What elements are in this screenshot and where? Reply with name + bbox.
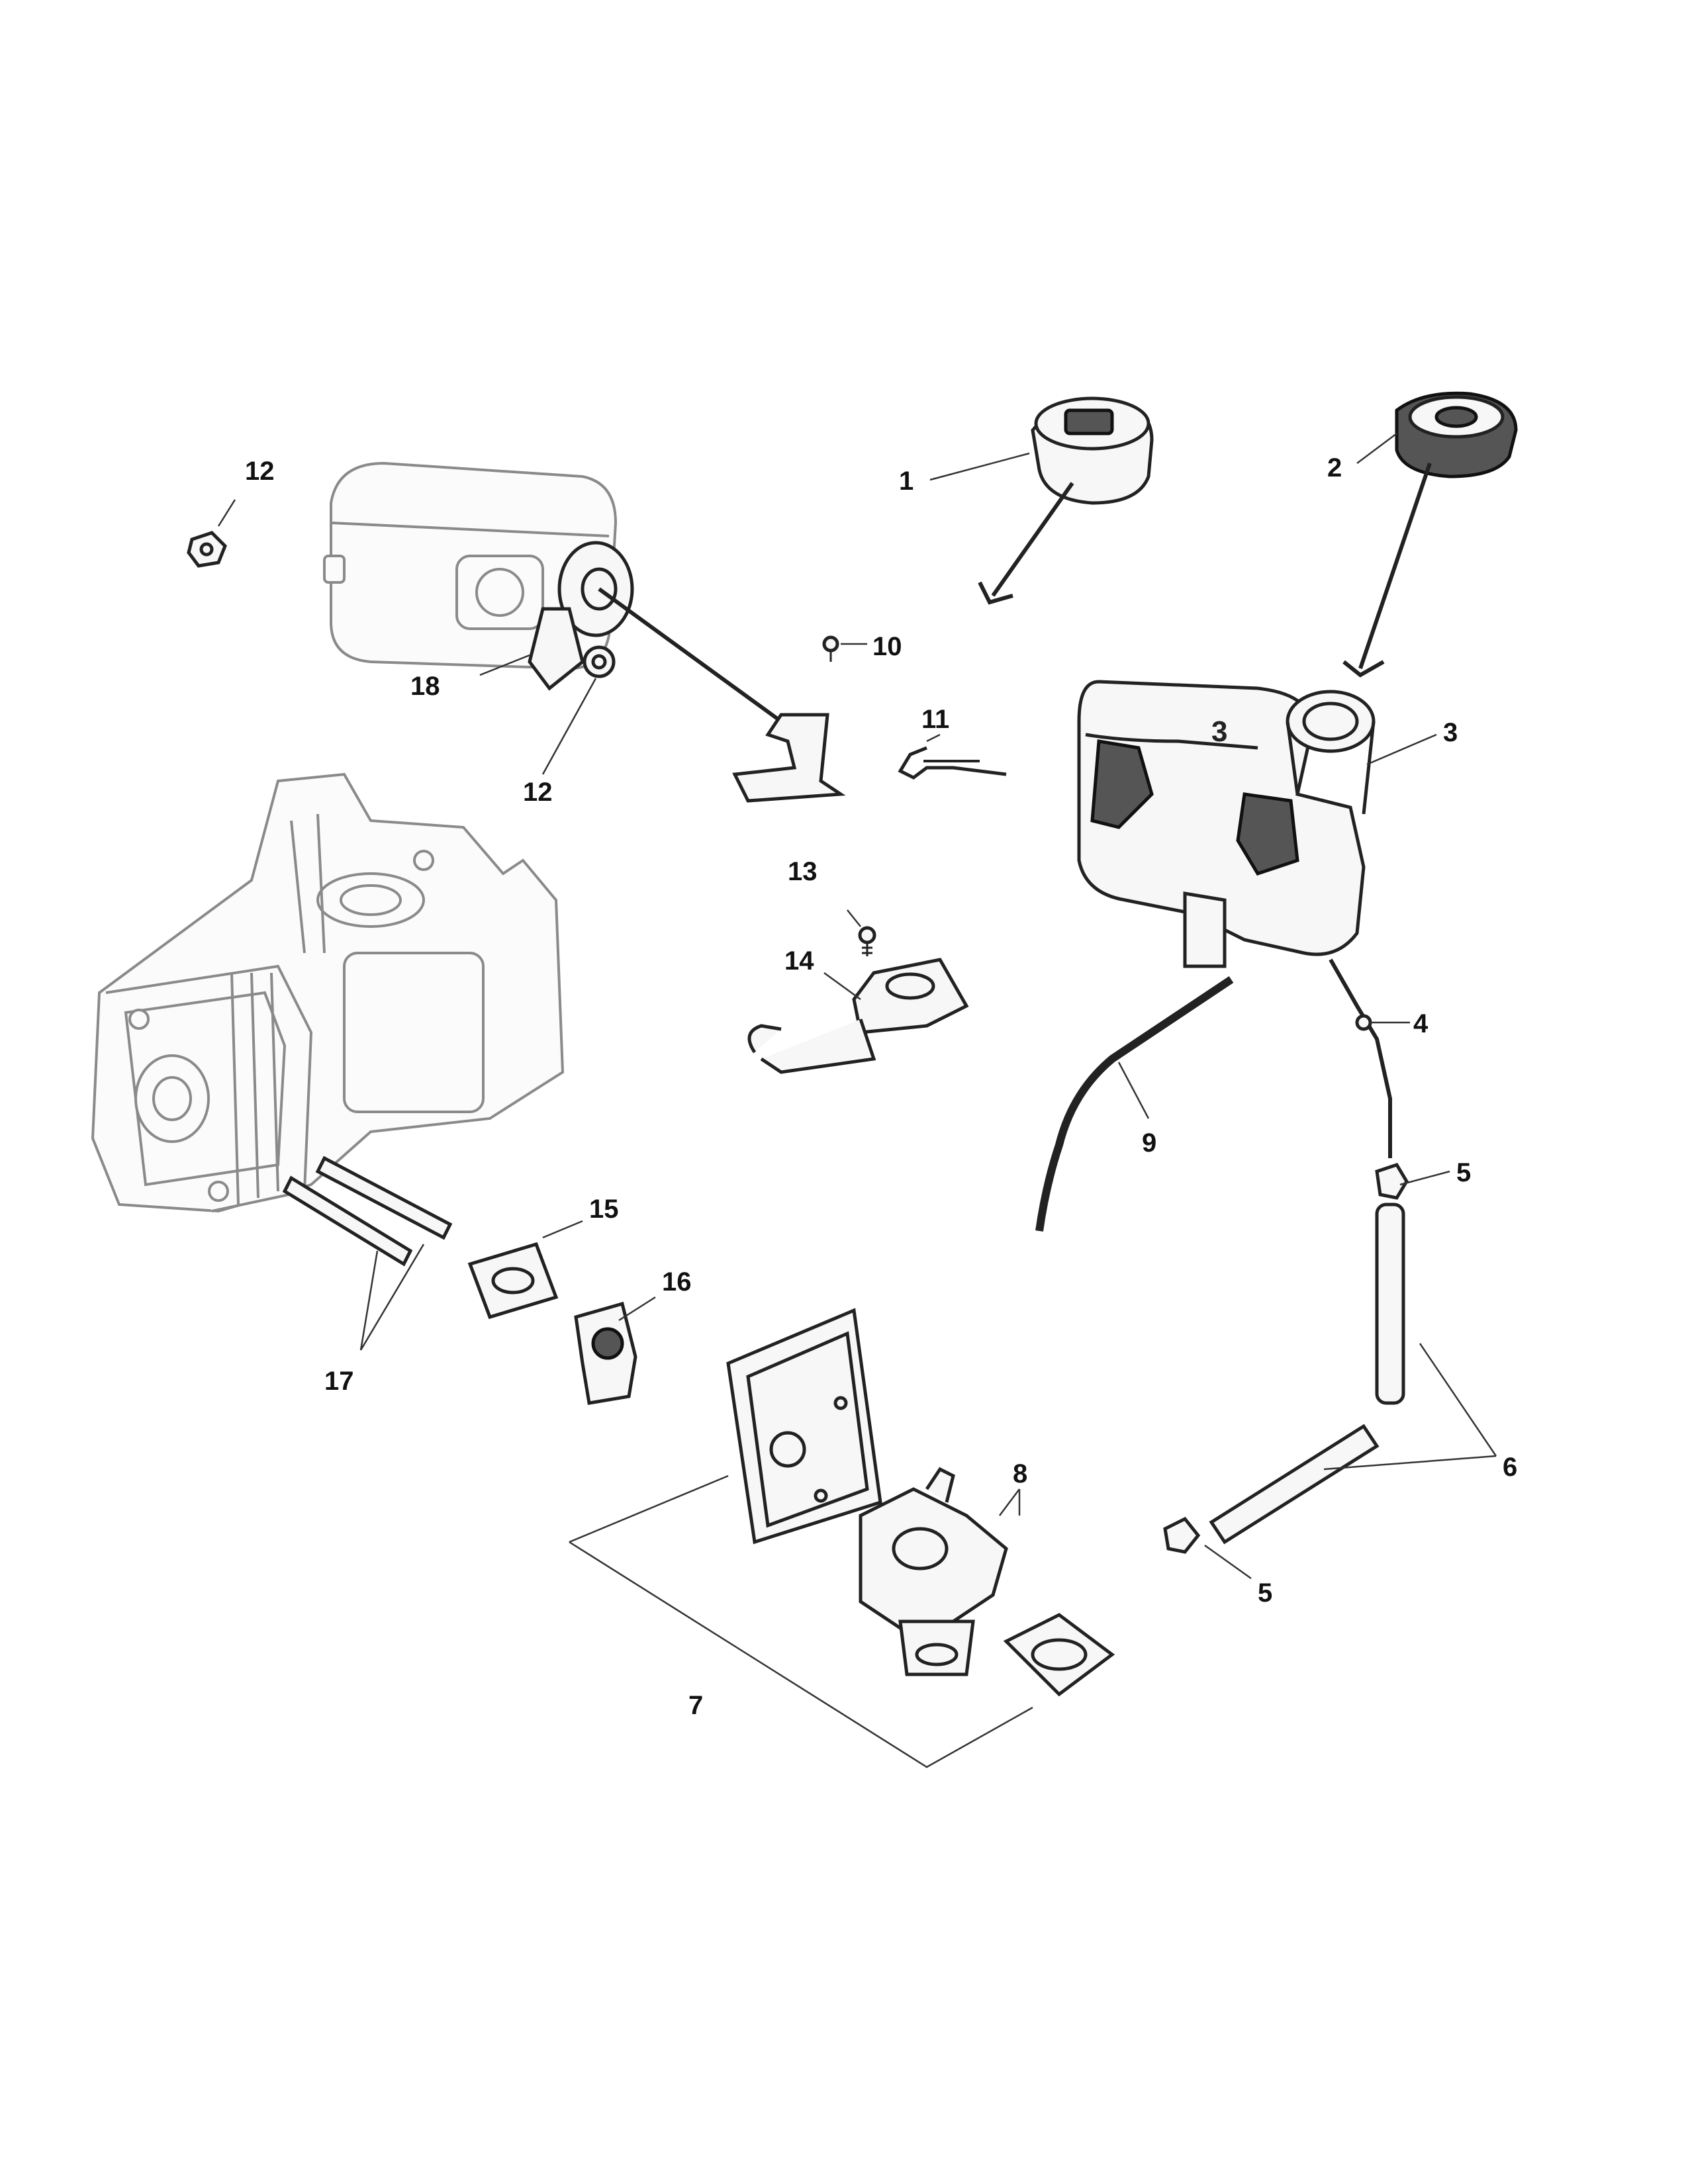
callout-1: 1 bbox=[899, 467, 914, 496]
part-14-valve bbox=[747, 958, 969, 1074]
tank-emblem-glyph: 3 bbox=[1211, 715, 1227, 748]
callout-14: 14 bbox=[784, 946, 814, 976]
part-7-filter bbox=[726, 1308, 882, 1545]
callout-5-upper: 5 bbox=[1456, 1158, 1471, 1187]
part-5-clamp-upper bbox=[1375, 1162, 1409, 1200]
part-3-fuel-tank: 3 bbox=[1077, 680, 1376, 968]
callout-3: 3 bbox=[1443, 718, 1458, 747]
callout-13: 13 bbox=[788, 857, 818, 886]
callout-8: 8 bbox=[1013, 1459, 1027, 1488]
engine-block bbox=[91, 772, 565, 1213]
callout-4: 4 bbox=[1413, 1009, 1429, 1038]
part-2-oil-cap bbox=[1342, 391, 1518, 678]
callout-10: 10 bbox=[872, 632, 902, 661]
muffler-housing bbox=[323, 461, 618, 670]
callout-labels: 1 2 3 4 5 5 6 7 8 9 10 11 12 12 13 14 15… bbox=[245, 453, 1517, 1720]
callout-11: 11 bbox=[921, 705, 949, 734]
callout-12-lower: 12 bbox=[523, 778, 553, 807]
part-1-fuel-cap bbox=[978, 396, 1154, 605]
part-8-carburetor bbox=[859, 1467, 1008, 1676]
callout-6: 6 bbox=[1503, 1453, 1517, 1482]
callout-15: 15 bbox=[589, 1195, 619, 1224]
callout-17: 17 bbox=[324, 1367, 354, 1396]
part-15-gasket bbox=[467, 1242, 559, 1320]
callout-2: 2 bbox=[1327, 453, 1342, 482]
leader-lines bbox=[217, 433, 1497, 1580]
part-13-screw bbox=[858, 926, 876, 956]
part-12-nut-lower bbox=[583, 645, 616, 678]
callout-5-lower: 5 bbox=[1258, 1578, 1272, 1608]
callout-16: 16 bbox=[662, 1267, 692, 1297]
callout-12-top: 12 bbox=[245, 457, 275, 486]
part-4-line bbox=[1329, 958, 1392, 1158]
part-10-screw bbox=[822, 635, 839, 662]
part-6-tubes bbox=[1209, 1203, 1405, 1545]
part-9-hose bbox=[1035, 976, 1234, 1232]
callout-18: 18 bbox=[410, 672, 440, 701]
part-5-clamp-lower bbox=[1163, 1516, 1201, 1554]
callout-7: 7 bbox=[688, 1691, 703, 1720]
part-17-pins bbox=[282, 1156, 453, 1267]
part-7-gasket bbox=[1003, 1613, 1115, 1697]
part-18-control bbox=[528, 541, 846, 803]
part-11-clip bbox=[898, 746, 1007, 780]
part-7-bracket bbox=[569, 1475, 1033, 1768]
part-16-spacer bbox=[574, 1301, 637, 1405]
part-12-nut-top bbox=[187, 531, 227, 568]
callout-9: 9 bbox=[1142, 1128, 1156, 1158]
